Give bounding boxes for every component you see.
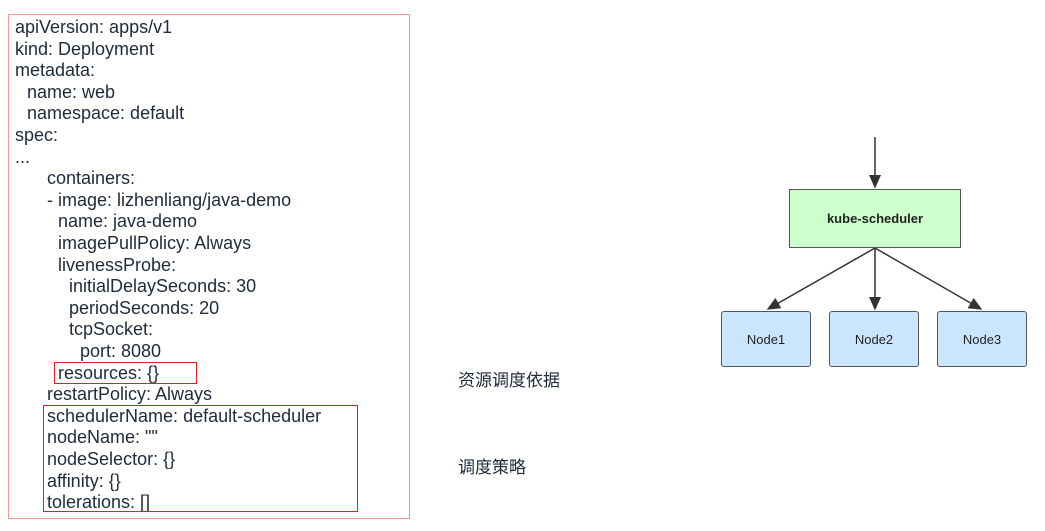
- yaml-line: schedulerName: default-scheduler: [47, 405, 322, 426]
- node1-box: Node1: [721, 311, 811, 367]
- yaml-line: ...: [15, 146, 31, 167]
- resources-highlight: [54, 362, 197, 384]
- kube-scheduler-box: kube-scheduler: [789, 189, 961, 248]
- yaml-line: apiVersion: apps/v1: [15, 17, 173, 37]
- yaml-line: kind: Deployment: [15, 38, 155, 59]
- scheduling-highlight: [43, 405, 358, 512]
- yaml-line: affinity: {}: [47, 470, 121, 491]
- yaml-line: initialDelaySeconds: 30: [69, 276, 257, 297]
- yaml-line: name: web: [27, 81, 116, 102]
- node2-box: Node2: [829, 311, 919, 367]
- node3-box: Node3: [937, 311, 1027, 367]
- yaml-line: port: 8080: [80, 341, 162, 361]
- yaml-line: restartPolicy: Always: [47, 384, 213, 405]
- scheduling-note: 调度策略: [458, 458, 526, 477]
- resources-note: 资源调度依据: [458, 371, 560, 390]
- yaml-line: imagePullPolicy: Always: [58, 233, 252, 253]
- arrow-node1: [766, 247, 876, 310]
- yaml-line: containers:: [47, 168, 136, 189]
- yaml-line: metadata:: [15, 60, 96, 81]
- yaml-line: nodeSelector: {}: [47, 449, 176, 469]
- yaml-code-panel: [8, 14, 410, 519]
- yaml-line: namespace: default: [27, 103, 185, 124]
- yaml-line: - image: lizhenliang/java-demo: [47, 189, 292, 210]
- yaml-line: periodSeconds: 20: [69, 297, 220, 318]
- yaml-line: livenessProbe:: [58, 254, 177, 275]
- arrow-node3: [874, 247, 983, 310]
- yaml-line: tolerations: []: [47, 492, 151, 513]
- yaml-line: tcpSocket:: [69, 319, 154, 340]
- yaml-line: name: java-demo: [58, 211, 198, 232]
- yaml-line: nodeName: "": [47, 427, 158, 448]
- yaml-line: resources: {}: [58, 362, 160, 383]
- yaml-line: spec:: [15, 125, 59, 145]
